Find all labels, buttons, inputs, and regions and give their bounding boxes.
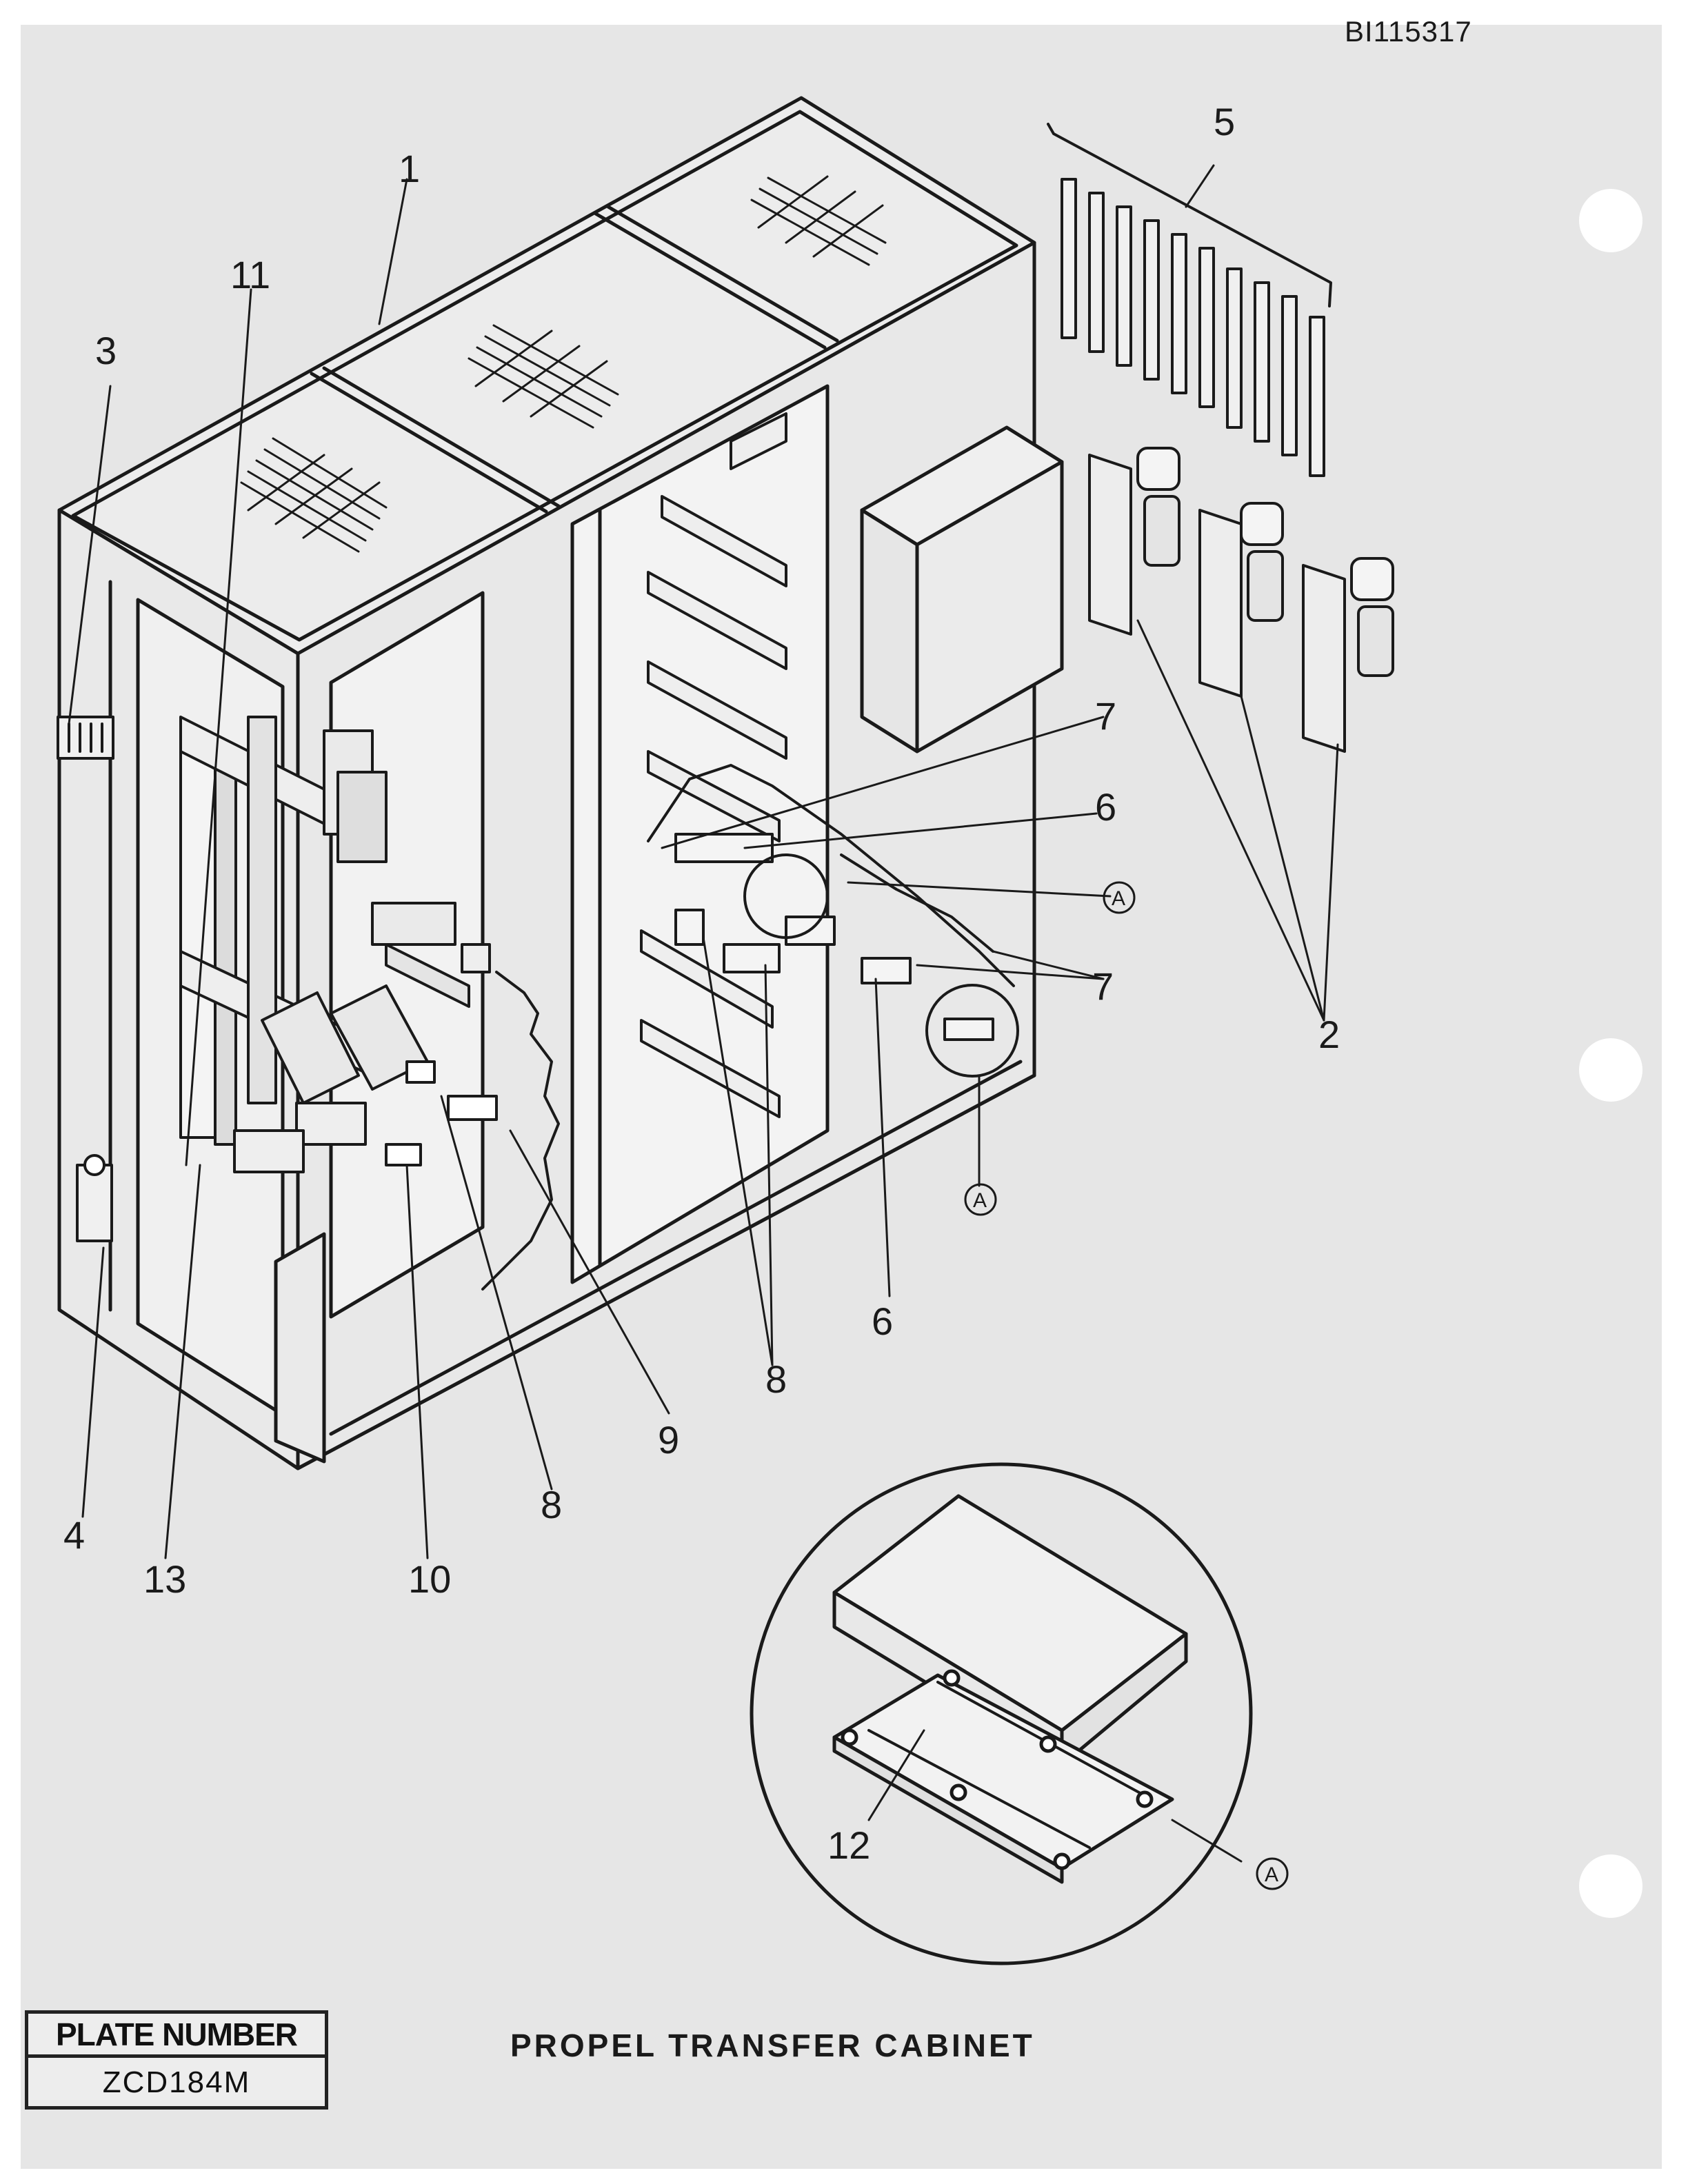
plate-number-label: PLATE NUMBER (28, 2014, 325, 2058)
callout-5: 5 (1214, 100, 1235, 143)
vent-grille-right (750, 175, 887, 266)
detail-a-view (750, 1462, 1253, 1965)
callout-2: 2 (1318, 1013, 1340, 1056)
callout-8b: 8 (541, 1483, 562, 1526)
callout-9: 9 (658, 1418, 679, 1462)
callout-3: 3 (95, 329, 117, 372)
leader-lines (68, 164, 1339, 1863)
callout-10: 10 (408, 1557, 451, 1601)
drawing-caption: PROPEL TRANSFER CABINET (510, 2028, 1035, 2063)
callout-11: 11 (230, 253, 270, 296)
contactor-modules (1088, 447, 1394, 753)
shelves (640, 412, 787, 1118)
callout-13: 13 (143, 1557, 186, 1601)
document-id: BI115317 (1345, 15, 1472, 48)
callouts: 1 2 3 4 5 6 6 7 7 8 8 9 10 11 12 13 (63, 100, 1340, 1867)
detail-a-marker-2: A (973, 1189, 987, 1212)
detail-a-marker-1: A (1112, 887, 1125, 910)
punch-hole-middle (1579, 1038, 1642, 1102)
vent-grille-left (240, 437, 388, 553)
punch-hole-bottom (1579, 1854, 1642, 1918)
cutaway-line (481, 971, 560, 1291)
callout-6a: 6 (1095, 785, 1116, 829)
callout-8a: 8 (765, 1357, 787, 1401)
vent-grille-middle (468, 324, 619, 429)
resistor-set (1047, 123, 1332, 477)
plate-number-box: PLATE NUMBER ZCD184M (25, 2010, 328, 2110)
plate-number-value: ZCD184M (102, 2065, 251, 2099)
detail-a-marker-3: A (1265, 1863, 1278, 1886)
left-section-components (57, 716, 498, 1242)
callout-4: 4 (63, 1513, 85, 1557)
callout-6b: 6 (872, 1300, 893, 1343)
punch-hole-top (1579, 189, 1642, 252)
callout-7b: 7 (1092, 964, 1114, 1008)
callout-12: 12 (827, 1823, 870, 1867)
contactor-details (647, 764, 1019, 1078)
callout-1: 1 (399, 147, 420, 190)
transfer-box (860, 425, 1064, 754)
detail-markers: A A A (964, 881, 1289, 1890)
callout-7a: 7 (1095, 694, 1116, 738)
